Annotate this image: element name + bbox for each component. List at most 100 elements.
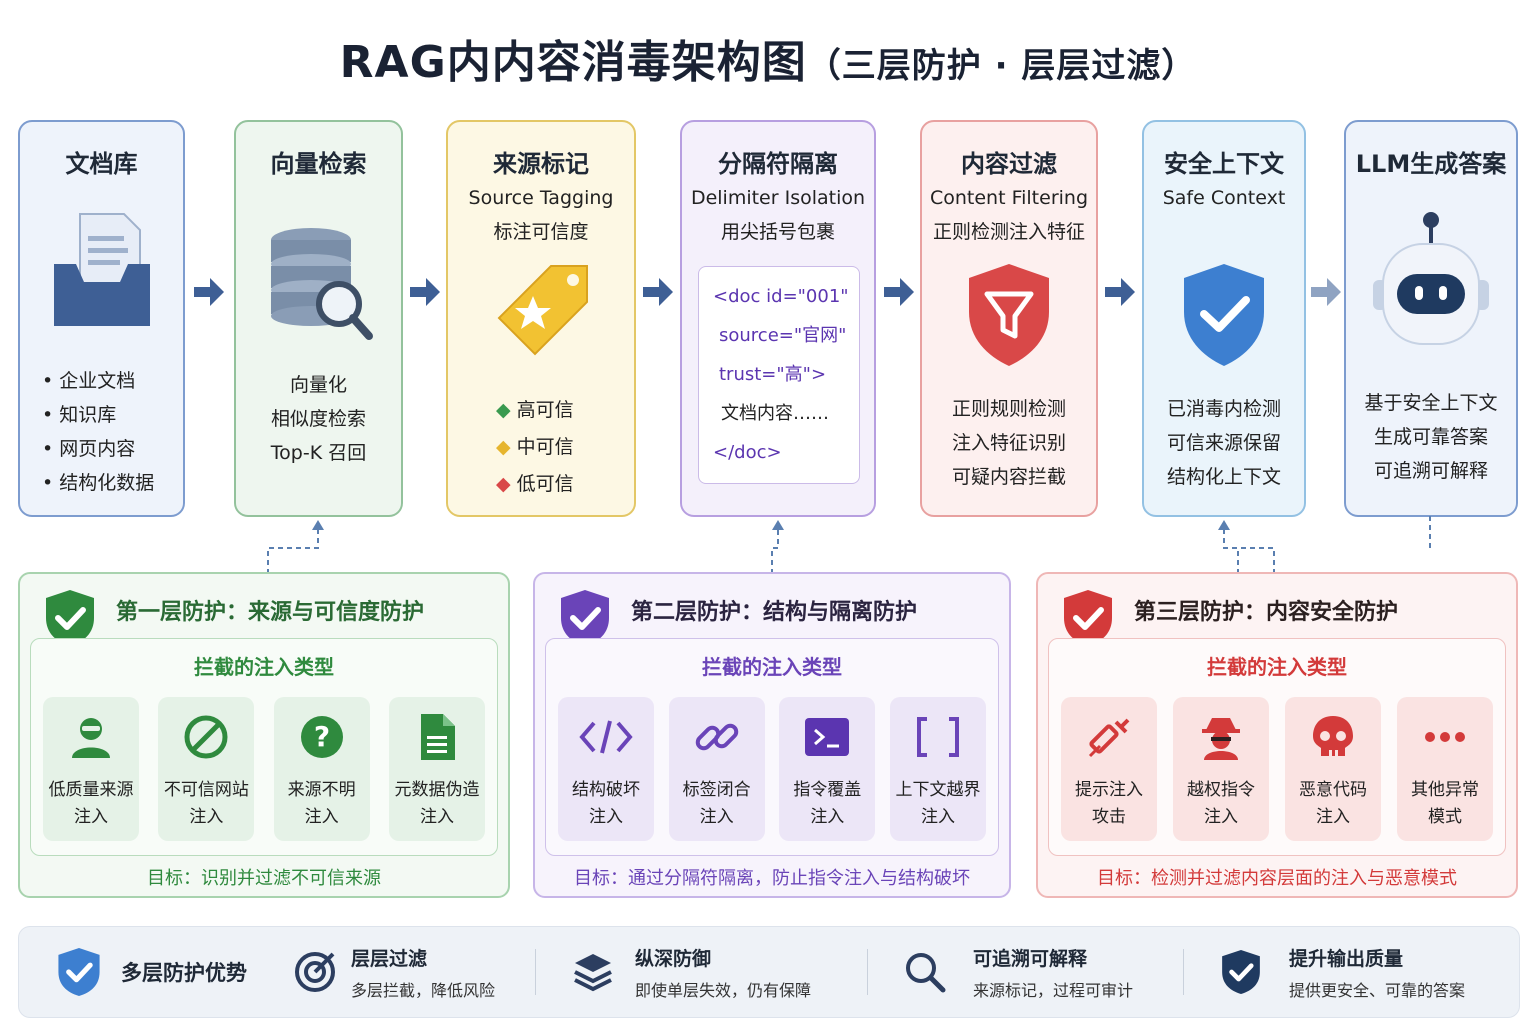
code-line: </doc> xyxy=(713,442,782,463)
purple-shield-check-icon xyxy=(561,590,609,646)
shield-check-icon xyxy=(1144,260,1304,374)
link-icon xyxy=(669,697,765,777)
tile-unknown-source: ? 来源不明注入 xyxy=(273,697,370,841)
card-heading: 安全上下文 xyxy=(1164,150,1284,178)
target-icon xyxy=(295,952,335,992)
code-line: trust="高"> xyxy=(719,364,827,385)
tile-label: 注入 xyxy=(304,807,339,827)
tile-tag-closure: 标签闭合注入 xyxy=(668,697,765,841)
trust-label: 中可信 xyxy=(516,436,574,458)
card-line: 基于安全上下文 xyxy=(1364,392,1498,414)
tile-label: 注入 xyxy=(589,807,623,827)
code-brackets-icon xyxy=(558,697,654,777)
tile-label: 标签闭合 xyxy=(682,780,751,800)
card-safe-context: 安全上下文 Safe Context 已消毒内检测 可信来源保留 结构化上下文 xyxy=(1142,120,1306,517)
tile-other-anomaly: 其他异常模式 xyxy=(1397,697,1493,841)
tile-label: 不可信网站 xyxy=(163,780,249,800)
title-sub: （三层防护 · 层层过滤） xyxy=(806,46,1197,86)
card-heading: 向量检索 xyxy=(270,150,367,178)
card-source-tagging: 来源标记 Source Tagging 标注可信度 ◆ 高可信 ◆ 中可信 ◆ … xyxy=(446,120,636,517)
flow-arrow-icon xyxy=(643,278,673,306)
advantage-title: 可追溯可解释 xyxy=(973,947,1088,970)
magnifier-icon xyxy=(906,953,946,993)
spy-icon xyxy=(1173,697,1269,777)
card-vector-retrieval: 向量检索 向量化 相似度检索 Top-K 召回 xyxy=(234,120,403,517)
layer-title: 第一层防护：来源与可信度防护 xyxy=(116,600,425,625)
card-line: 已消毒内检测 xyxy=(1166,398,1281,420)
card-heading: 分隔符隔离 xyxy=(718,150,838,178)
red-shield-warning-icon: ◆ xyxy=(496,473,511,495)
tile-label: 恶意代码 xyxy=(1299,780,1367,800)
flow-arrow-icon xyxy=(194,278,224,306)
list-item: 知识库 xyxy=(42,398,183,432)
layer-goal: 目标：检测并过滤内容层面的注入与恶意模式 xyxy=(1097,868,1457,889)
tile-context-overflow: 上下文越界注入 xyxy=(889,697,986,841)
layer-title: 第三层防护：内容安全防护 xyxy=(1134,600,1399,625)
advantage-desc: 多层拦截，降低风险 xyxy=(351,980,496,1000)
card-heading: 内容过滤 xyxy=(961,150,1057,178)
dashed-connector xyxy=(1218,520,1275,574)
tile-label: 元数据伪造 xyxy=(394,780,480,800)
ellipsis-icon xyxy=(1397,697,1493,777)
trust-label: 高可信 xyxy=(516,399,574,421)
advantage-desc: 即使单层失效，仍有保障 xyxy=(635,980,812,1000)
tile-prompt-injection: 提示注入攻击 xyxy=(1061,697,1157,841)
card-subtitle-zh: 标注可信度 xyxy=(493,221,589,243)
svg-text:?: ? xyxy=(314,720,330,753)
advantage-desc: 提供更安全、可靠的答案 xyxy=(1289,980,1466,1000)
tile-label: 结构破坏 xyxy=(572,780,640,800)
tile-label: 其他异常 xyxy=(1411,780,1479,800)
trust-label: 低可信 xyxy=(516,473,574,495)
yellow-shield-check-icon: ◆ xyxy=(496,436,511,458)
blue-shield-check-icon xyxy=(58,948,100,996)
code-line: <doc id="001" xyxy=(713,286,849,307)
square-brackets-icon xyxy=(890,697,986,777)
card-subtitle-en: Safe Context xyxy=(1162,187,1286,209)
list-item: 网页内容 xyxy=(42,432,183,466)
layers-icon xyxy=(574,954,612,992)
document-tray-icon xyxy=(20,208,183,342)
trust-low: ◆ 低可信 xyxy=(496,466,634,503)
document-icon xyxy=(389,697,485,777)
tile-label: 注入 xyxy=(74,807,108,827)
green-shield-check-icon xyxy=(46,590,94,646)
card-line: 可追溯可解释 xyxy=(1373,460,1488,482)
inner-title: 拦截的注入类型 xyxy=(702,655,842,679)
card-subtitle-en: Delimiter Isolation xyxy=(690,187,866,209)
tile-label: 注入 xyxy=(1316,807,1350,827)
hacker-icon xyxy=(43,697,139,777)
green-shield-check-icon: ◆ xyxy=(496,399,511,421)
card-subtitle-zh: 用尖括号包裹 xyxy=(720,221,835,243)
layer-goal: 目标：识别并过滤不可信来源 xyxy=(147,868,381,889)
divider xyxy=(867,949,868,995)
code-line: source="官网" xyxy=(719,325,847,346)
advantage-item: 纵深防御 即使单层失效，仍有保障 xyxy=(571,927,811,1017)
tile-label: 模式 xyxy=(1428,807,1462,827)
tag-star-icon xyxy=(448,258,634,382)
card-line: 相似度检索 xyxy=(270,408,366,430)
tile-instruction-override: 指令覆盖注入 xyxy=(779,697,876,841)
flow-arrow-icon xyxy=(1105,278,1135,306)
card-line: 注入特征识别 xyxy=(951,432,1066,454)
prohibited-icon xyxy=(158,697,254,777)
advantage-item: 层层过滤 多层拦截，降低风险 xyxy=(293,927,495,1017)
dashed-connector xyxy=(1429,516,1431,550)
tile-label: 来源不明 xyxy=(287,780,356,800)
tile-label: 注入 xyxy=(419,807,454,827)
card-delimiter-isolation: 分隔符隔离 Delimiter Isolation 用尖括号包裹 <doc id… xyxy=(680,120,876,517)
advantage-title: 层层过滤 xyxy=(351,947,428,970)
tile-label: 提示注入 xyxy=(1075,780,1143,800)
card-subtitle-zh: 正则检测注入特征 xyxy=(932,221,1085,243)
flow-arrow-icon xyxy=(410,278,440,306)
advantages-bar: 多层防护优势 层层过滤 多层拦截，降低风险 纵深防御 即使单层失效，仍有保障 xyxy=(18,926,1520,1018)
advantage-item: 可追溯可解释 来源标记，过程可审计 xyxy=(903,927,1133,1017)
card-heading: 文档库 xyxy=(65,150,138,178)
tile-label: 注入 xyxy=(1204,807,1238,827)
page-title: RAG内内容消毒架构图（三层防护 · 层层过滤） xyxy=(0,26,1536,90)
advantages-label: 多层防护优势 xyxy=(121,961,247,985)
tile-label: 指令覆盖 xyxy=(793,780,862,800)
list-item: 结构化数据 xyxy=(42,466,183,500)
card-line: 向量化 xyxy=(289,374,347,396)
advantage-title: 纵深防御 xyxy=(635,947,712,970)
terminal-icon xyxy=(779,697,875,777)
